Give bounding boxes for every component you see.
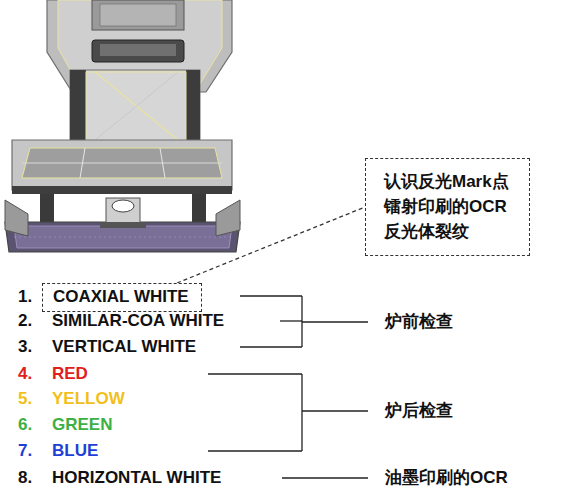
item-number: 8. (18, 468, 32, 488)
light-mode: RED (52, 364, 88, 384)
node-text: 认识反光Mark点 (384, 169, 511, 194)
item-number: 2. (18, 311, 32, 331)
node-text: 镭射印刷的OCR (384, 194, 511, 219)
group-label: 炉后检查 (385, 401, 453, 421)
light-mode-box: COAXIAL WHITE (42, 283, 202, 312)
light-mode: GREEN (52, 415, 112, 435)
light-mode: VERTICAL WHITE (52, 337, 196, 357)
item-number: 1. (18, 287, 32, 307)
node-text: 反光体裂纹 (384, 219, 511, 244)
light-mode: HORIZONTAL WHITE (52, 468, 221, 488)
item-number: 4. (18, 364, 32, 384)
item-number: 7. (18, 441, 32, 461)
light-mode: SIMILAR-COA WHITE (52, 311, 224, 331)
group-label: 炉前检查 (385, 312, 453, 332)
light-mode: YELLOW (52, 389, 125, 409)
light-mode: BLUE (52, 441, 98, 461)
callout-box: 认识反光Mark点镭射印刷的OCR反光体裂纹 (365, 158, 530, 256)
group-label: 油墨印刷的OCR (385, 468, 508, 488)
node-text: COAXIAL WHITE (53, 287, 191, 307)
item-number: 3. (18, 337, 32, 357)
item-number: 6. (18, 415, 32, 435)
leader-line (177, 207, 365, 283)
item-number: 5. (18, 389, 32, 409)
